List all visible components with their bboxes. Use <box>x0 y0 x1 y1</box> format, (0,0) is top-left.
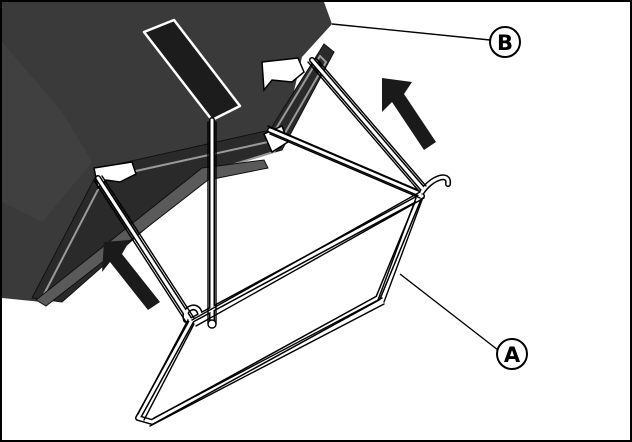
arrow-icon-up-left <box>102 240 160 310</box>
handle-paddle <box>142 18 242 122</box>
callout-b-leader <box>331 23 491 41</box>
callout-a-leader <box>399 273 499 351</box>
callout-b: B <box>489 26 521 58</box>
callout-b-label: B <box>497 31 513 55</box>
callout-a: A <box>496 338 528 370</box>
wire-rack <box>93 57 452 427</box>
callout-a-label: A <box>504 343 521 367</box>
arrow-icon-up-right <box>382 78 436 150</box>
